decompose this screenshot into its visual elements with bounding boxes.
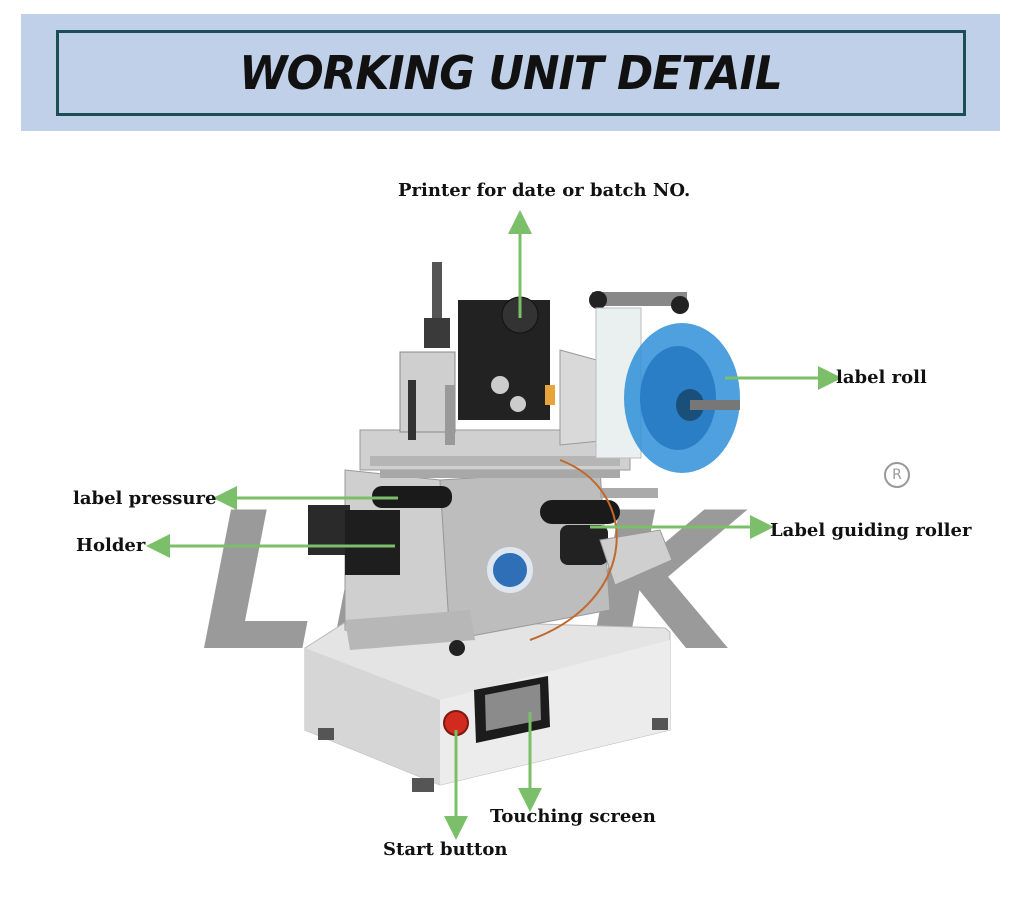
registered-mark-icon: R	[884, 462, 910, 488]
label-touching-screen: Touching screen	[490, 806, 656, 827]
label-start-button: Start button	[383, 839, 508, 860]
header-band	[21, 14, 1000, 131]
page-title: WORKING UNIT DETAIL	[239, 46, 783, 100]
holder-motor	[308, 505, 400, 575]
header-box: WORKING UNIT DETAIL	[56, 30, 966, 116]
date-printer	[458, 296, 555, 420]
label-printer: Printer for date or batch NO.	[398, 180, 691, 201]
lower-slide	[345, 610, 475, 656]
guiding-rollers	[540, 488, 673, 586]
pneumatic-cylinder	[399, 262, 456, 445]
label-label-pressure: label pressure	[73, 488, 217, 509]
label-holder: Holder	[76, 535, 146, 556]
sensor-cable	[487, 459, 618, 641]
label-guiding-roller: Label guiding roller	[770, 520, 972, 541]
pressure-roller	[370, 456, 620, 508]
label-roll-disc	[624, 323, 740, 473]
label-label-roll: label roll	[836, 367, 927, 388]
